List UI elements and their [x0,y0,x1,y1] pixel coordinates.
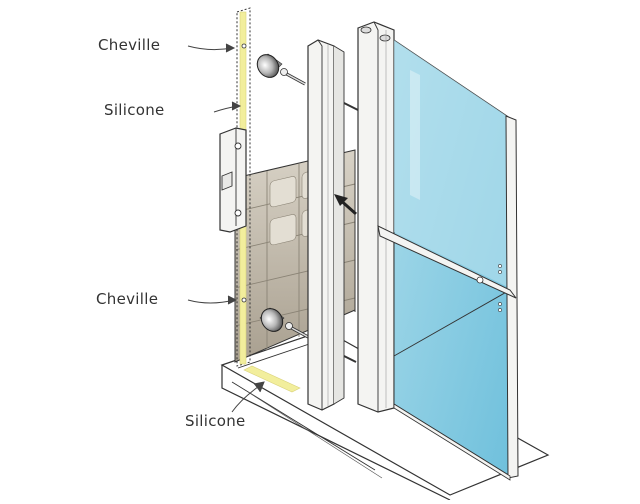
leader-silicone-bottom [231,381,265,413]
door-edge-profile [505,115,519,479]
leader-silicone-top [213,101,242,113]
label-silicone-top: Silicone [104,101,165,119]
wall-hole-bottom [241,297,247,303]
shower-tray [220,329,550,501]
leader-cheville-top [187,43,236,53]
silicone-strip-tray [243,365,301,393]
wall-plug-top [256,53,283,78]
label-cheville-top: Cheville [98,36,161,54]
screw-top [280,68,306,86]
wall-profile [307,39,345,411]
screw-bottom [285,322,311,340]
door-hinge-column [357,21,395,413]
wall-bracket [219,127,247,233]
insert-arrow [334,194,357,216]
wall-hole-top [241,43,247,49]
label-cheville-bottom: Cheville [96,290,159,308]
glass-door [393,39,511,477]
leader-cheville-bottom [187,295,238,305]
door-bottom-seal [393,403,511,481]
door-middle-bar [377,225,517,312]
wall-plug-bottom [259,307,285,332]
wall-dotted-outline [236,7,251,367]
label-silicone-bottom: Silicone [185,412,246,430]
